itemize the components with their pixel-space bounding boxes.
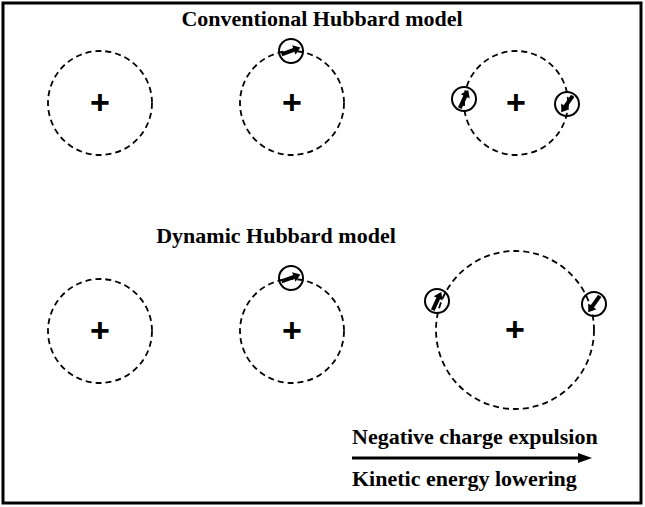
model-heading: Conventional Hubbard model [181,7,462,31]
atom-circle: + [239,50,345,156]
nucleus-sign: + [90,85,110,119]
frame-border [3,3,641,503]
nucleus-sign: + [506,85,526,119]
atom-circle: + [47,50,153,156]
atom-circle: + [239,278,345,384]
nucleus-sign: + [90,313,110,347]
model-heading: Dynamic Hubbard model [156,224,396,248]
electron [425,289,449,313]
atom-circle: + [463,50,569,156]
atom-circle: + [435,250,595,410]
nucleus-sign: + [505,312,525,346]
arrow-caption: Kinetic energy lowering [352,467,577,491]
electron [555,92,579,116]
electron [279,266,303,290]
atom-circle: + [47,278,153,384]
electron [452,87,476,111]
nucleus-sign: + [282,85,302,119]
arrow-caption: Negative charge expulsion [352,425,598,449]
nucleus-sign: + [282,313,302,347]
direction-arrow [352,453,592,463]
electron [582,292,606,316]
